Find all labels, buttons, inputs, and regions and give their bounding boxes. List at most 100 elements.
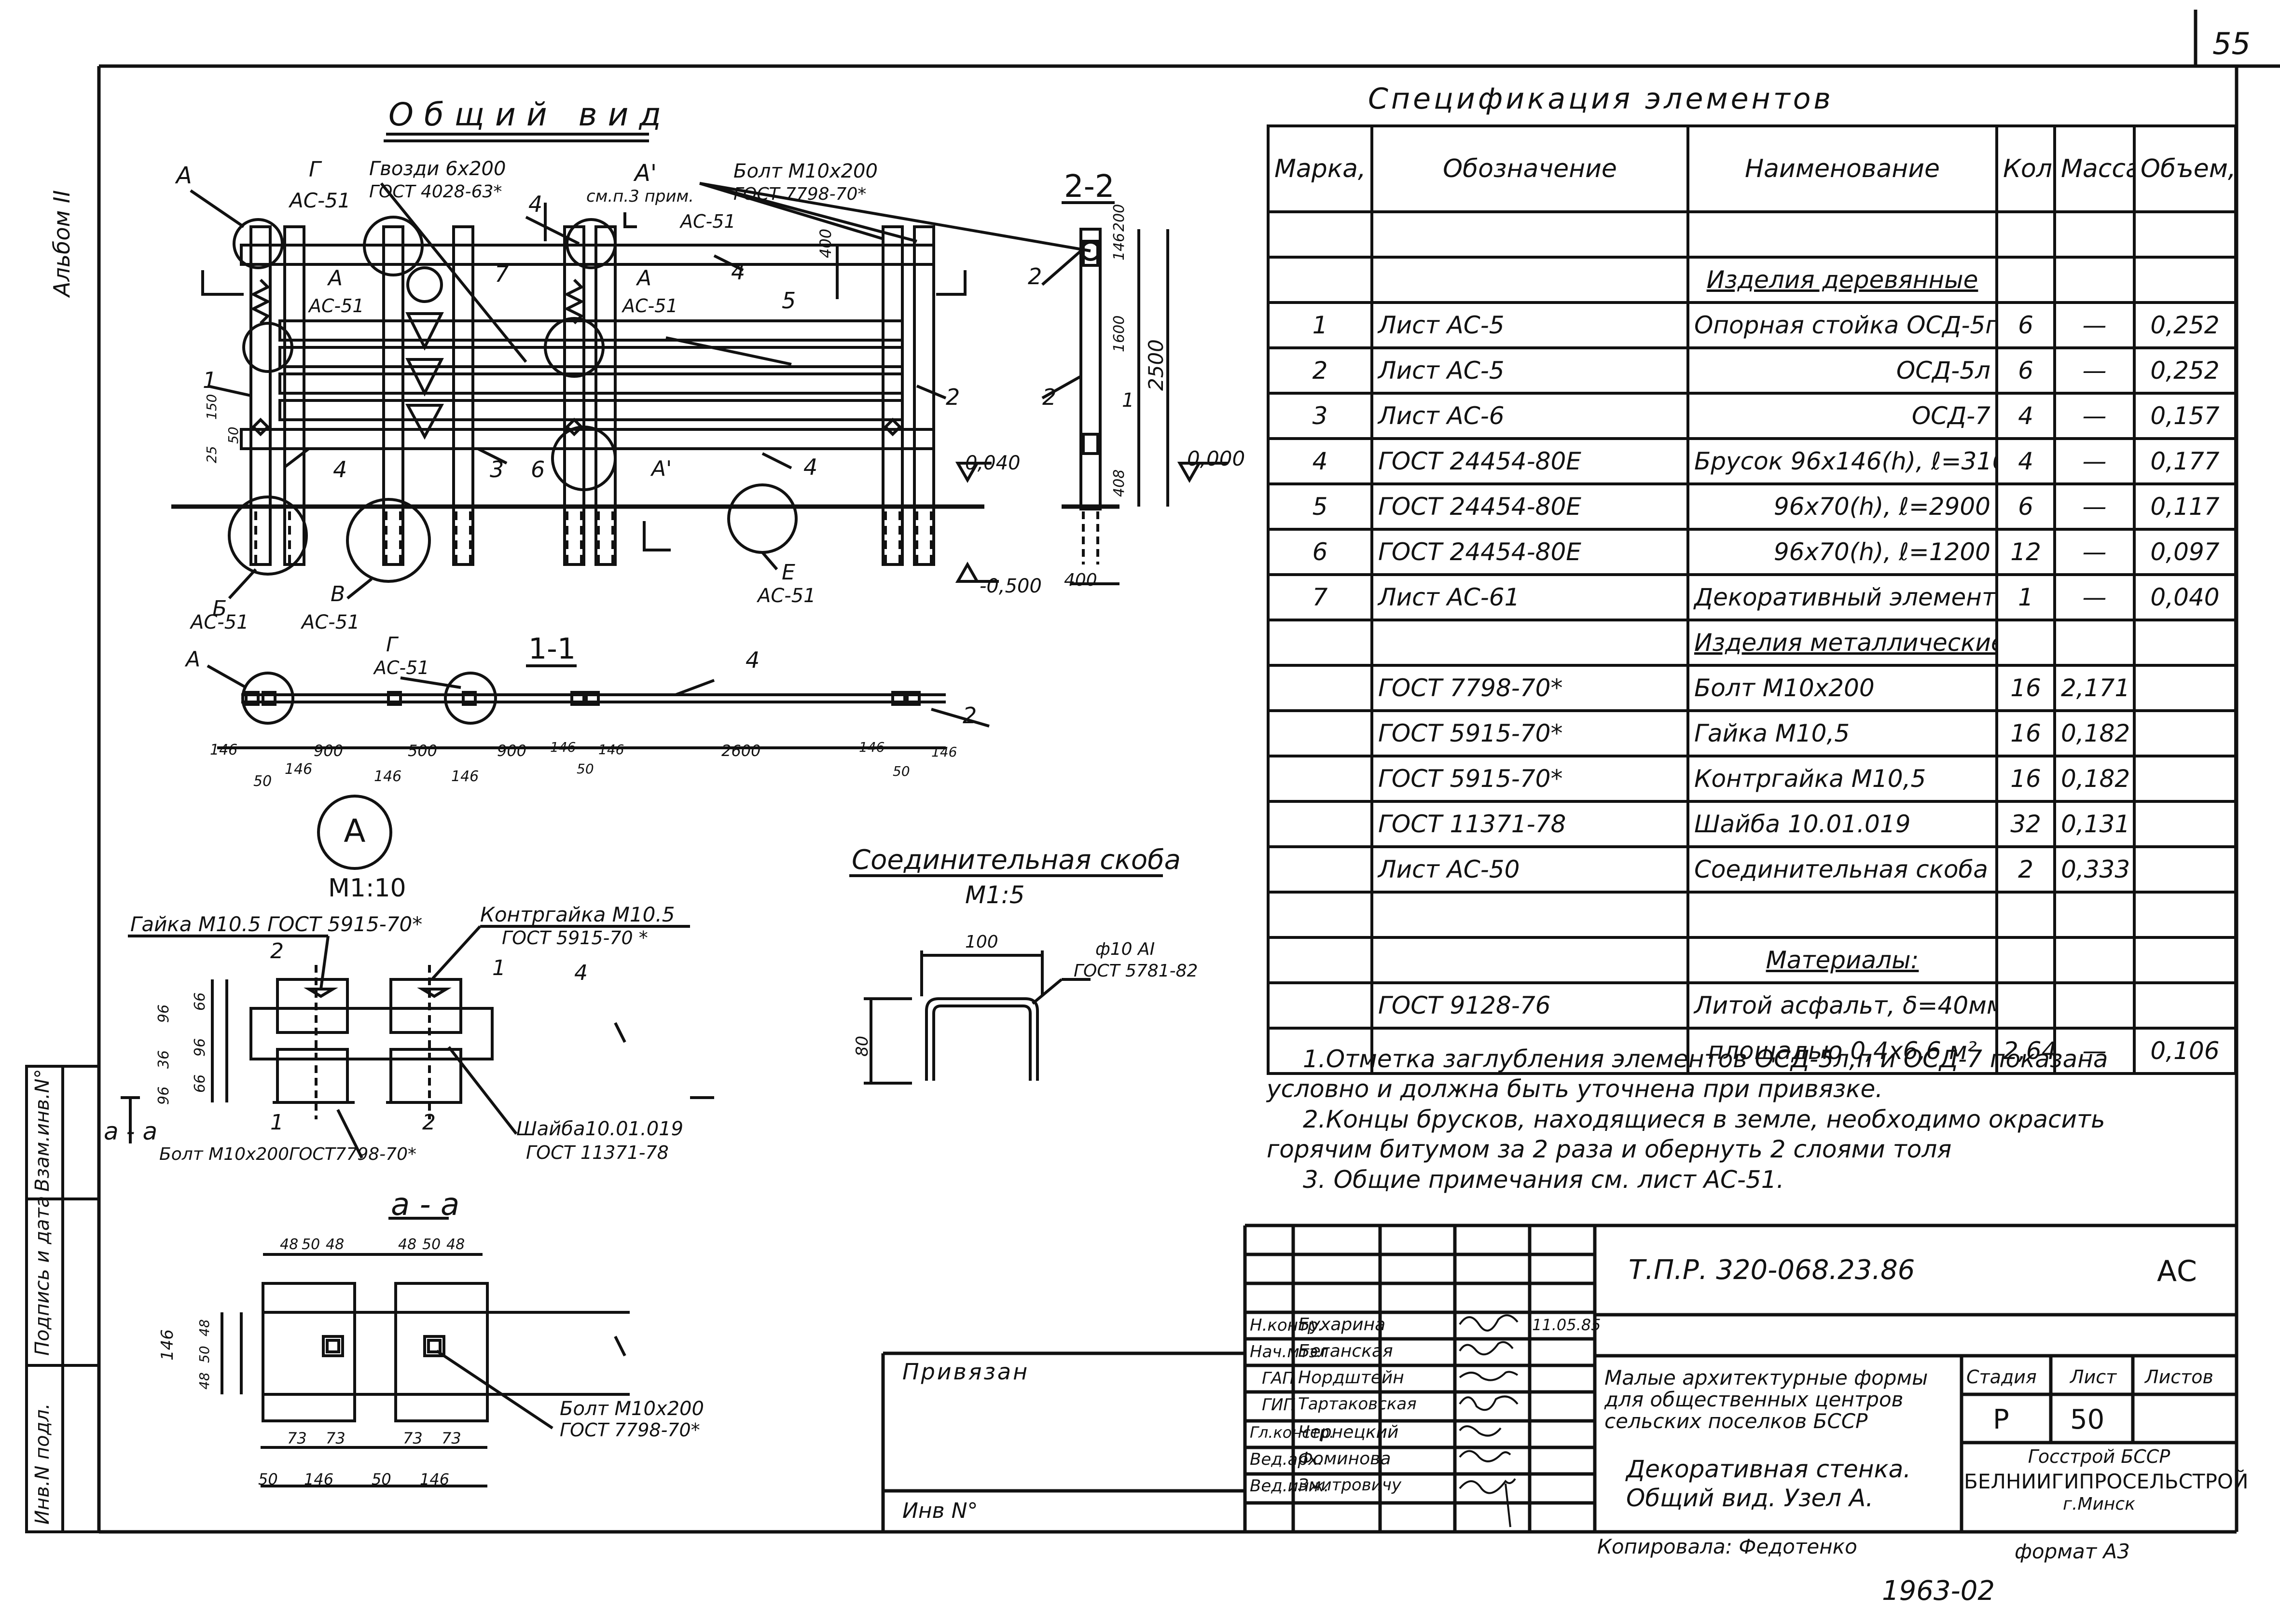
spec-cell-pos: 7 xyxy=(1267,573,1373,621)
spec-cell-mass xyxy=(2053,936,2136,984)
title-underlines xyxy=(384,133,1115,1220)
spec-cell-pos xyxy=(1267,981,1373,1030)
sheet-frame xyxy=(97,10,2280,1534)
pos-2-22b: 2 xyxy=(1042,384,1057,410)
spec-cell-vol: 0,097 xyxy=(2133,528,2237,576)
spec-col-qty: Кол. xyxy=(1995,124,2056,213)
spec-cell-vol: 0,040 xyxy=(2133,573,2237,621)
name-6: Фоминова xyxy=(1298,1449,1391,1469)
role-6: Вед.арх. xyxy=(1250,1450,1323,1469)
spec-cell-vol xyxy=(2133,800,2237,848)
spec-cell-pos: 2 xyxy=(1267,346,1373,395)
dim-2500: 2500 xyxy=(1144,339,1168,391)
pos-4-gv: 4 xyxy=(333,456,347,482)
callout-ac51-right: АС-51 xyxy=(680,211,736,232)
aa-bolt: Болт М10х200 xyxy=(560,1398,704,1420)
spec-col-mass: Масса, кг. xyxy=(2053,124,2136,213)
spec-cell-name: Опорная стойка ОСД-5п xyxy=(1686,301,1998,349)
spec-cell-qty xyxy=(1995,936,2056,984)
signatures xyxy=(1459,1314,1519,1528)
spec-cell-name: Болт М10х200 xyxy=(1686,664,1998,712)
node-a-scale: М1:10 xyxy=(328,874,406,903)
sheet-value: 50 xyxy=(2070,1404,2105,1435)
callout-a: А xyxy=(176,162,192,189)
spec-cell-qty: 16 xyxy=(1995,709,2056,757)
side-stamp-inv: Инв.N подл. xyxy=(31,1403,54,1525)
aa-bottom-dims: 73 73 73 73 xyxy=(287,1429,461,1447)
spec-cell-mass: — xyxy=(2053,573,2136,621)
spec-cell-mass xyxy=(2053,210,2136,259)
callout-e-sheet: АС-51 xyxy=(758,585,816,607)
spec-cell-mass: — xyxy=(2053,437,2136,485)
spec-cell-doc: Лист АС-6 xyxy=(1370,392,1689,440)
spec-cell-name: Материалы: xyxy=(1686,936,1998,984)
callout-v-sheet: АС-51 xyxy=(302,611,360,633)
node-a-mark-2b: 2 xyxy=(422,1110,436,1135)
spec-cell-name: Изделия деревянные xyxy=(1686,256,1998,304)
section-1-1-lines xyxy=(207,664,990,749)
pos-4-gv-right: 4 xyxy=(803,454,818,480)
spec-cell-pos xyxy=(1267,755,1373,803)
pos-6-gv: 6 xyxy=(531,456,545,482)
section-mark-a-left: а - а xyxy=(104,1117,158,1145)
spec-cell-name: ОСД-7 xyxy=(1686,392,1998,440)
node-a-dims-left: 96 36 96 66 96 66 xyxy=(155,992,208,1105)
project-line-2: для общественных центров xyxy=(1604,1388,1904,1411)
spec-title: Спецификация элементов xyxy=(1368,82,1834,116)
callout-v: В xyxy=(331,582,345,606)
callout-a-left-sheet: АС-51 xyxy=(309,295,364,317)
spec-cell-doc: Лист АС-5 xyxy=(1370,301,1689,349)
callout-g: Г xyxy=(309,157,321,182)
role-2: Нач.мтэл xyxy=(1250,1342,1329,1362)
page-number: 55 xyxy=(2212,26,2251,61)
spec-row xyxy=(1267,891,2237,939)
section-2-2-title: 2-2 xyxy=(1064,169,1115,205)
elevation-minus500: -0,500 xyxy=(980,575,1042,597)
name-2: Беганская xyxy=(1298,1341,1393,1361)
spec-cell-doc: ГОСТ 5915-70* xyxy=(1370,709,1689,757)
spec-cell-qty xyxy=(1995,256,2056,304)
spec-row: Изделия деревянные xyxy=(1267,256,2237,304)
spec-cell-vol: 0,177 xyxy=(2133,437,2237,485)
side-stamp-lines xyxy=(25,1065,100,1533)
callout-nails: Гвозди 6х200 xyxy=(369,158,506,180)
node-a-washer: Шайба10.01.019 xyxy=(516,1118,684,1140)
spec-cell-qty: 4 xyxy=(1995,392,2056,440)
spec-cell-name: Декоративный элемент ДЭД-2 xyxy=(1686,573,1998,621)
elevation-0000: 0,000 xyxy=(1187,447,1245,470)
pos-7-gv: 7 xyxy=(495,261,509,287)
side-stamp-replace: Взам.инв.N° xyxy=(31,1069,54,1192)
spec-cell-qty: 6 xyxy=(1995,301,2056,349)
spec-cell-mass xyxy=(2053,619,2136,667)
doc-code: Т.П.Р. 320-068.23.86 xyxy=(1629,1254,1915,1286)
note-line-1: 1.Отметка заглубления элементов ОСД-5л,п… xyxy=(1303,1045,2108,1073)
spec-cell-qty: 32 xyxy=(1995,800,2056,848)
callout-a-prime: А' xyxy=(635,160,657,187)
callout-a-prime-low: А' xyxy=(651,456,672,481)
callout-a-mid: А xyxy=(637,266,652,290)
spec-cell-mass: 0,182 xyxy=(2053,709,2136,757)
spec-cell-vol xyxy=(2133,891,2237,939)
spec-cell-qty: 6 xyxy=(1995,482,2056,531)
org-line-2: БЕЛНИИГИПРОСЕЛЬСТРОЙ xyxy=(1964,1470,2249,1493)
aa-top-dims: 48 50 48 48 50 48 xyxy=(280,1236,465,1253)
pos-4-gv-top2: 4 xyxy=(528,191,543,217)
spec-cell-pos: 5 xyxy=(1267,482,1373,531)
spec-cell-vol xyxy=(2133,664,2237,712)
dim-200-22: 200 xyxy=(1111,204,1128,232)
spec-cell-qty: 12 xyxy=(1995,528,2056,576)
spec-cell-pos xyxy=(1267,891,1373,939)
node-a-lines xyxy=(121,795,714,1159)
spec-cell-doc xyxy=(1370,210,1689,259)
spec-cell-mass: 0,333 xyxy=(2053,845,2136,894)
spec-cell-vol xyxy=(2133,619,2237,667)
spec-cell-mass: 0,182 xyxy=(2053,755,2136,803)
